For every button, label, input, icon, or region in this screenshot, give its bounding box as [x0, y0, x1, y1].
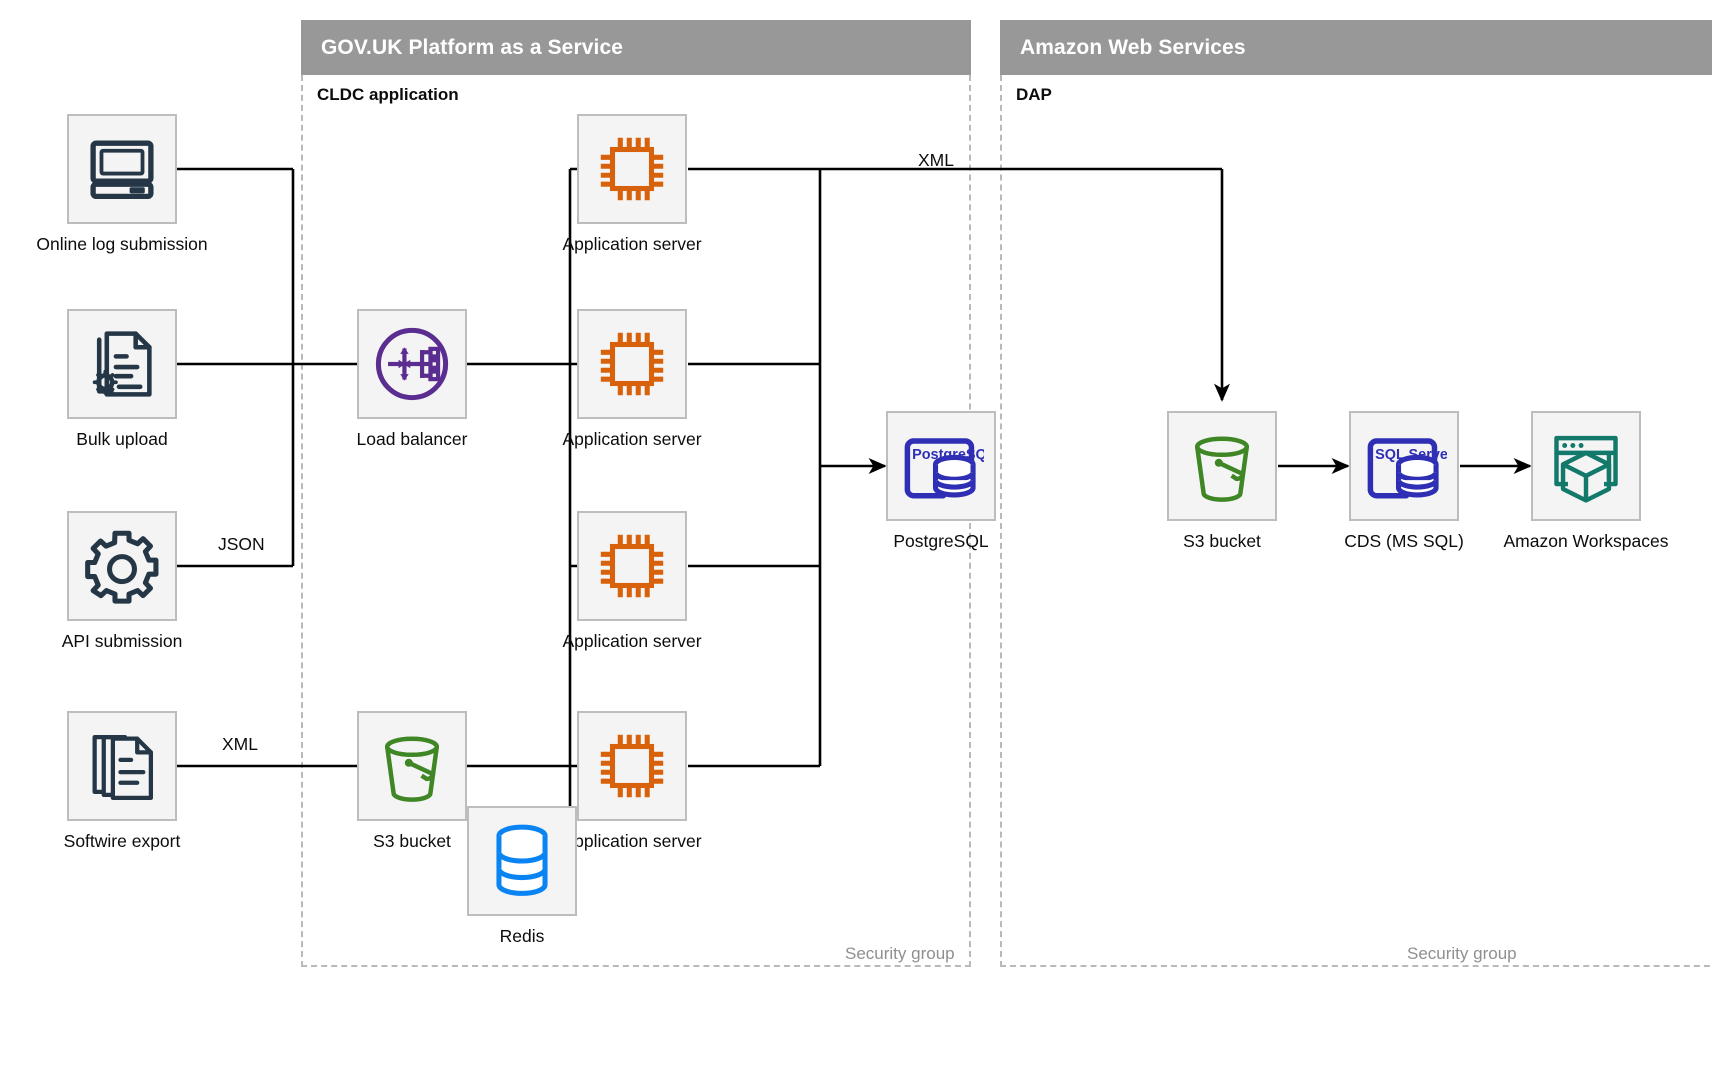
tile-app-server-4	[577, 711, 687, 821]
database-icon	[496, 824, 548, 896]
tile-s3-bucket-paas	[357, 711, 467, 821]
node-app-server-3[interactable]: Application server	[562, 511, 702, 651]
caption-s3-bucket-aws: S3 bucket	[1183, 531, 1261, 551]
group-subtitle-cldc: CLDC application	[317, 85, 459, 104]
group-box-aws	[1000, 75, 1712, 967]
edge-label-json: JSON	[218, 534, 265, 554]
tile-app-server-1	[577, 114, 687, 224]
security-group-label-paas: Security group	[845, 944, 955, 963]
edge-label-xml-softwire: XML	[222, 734, 258, 754]
tile-api-submission	[67, 511, 177, 621]
caption-postgresql: PostgreSQL	[893, 531, 989, 551]
group-title-paas: GOV.UK Platform as a Service	[321, 35, 623, 59]
node-amazon-workspaces[interactable]: Amazon Workspaces	[1503, 411, 1669, 551]
cpu-chip-icon	[600, 734, 664, 798]
caption-s3-bucket-paas: S3 bucket	[373, 831, 451, 851]
node-api-submission[interactable]: API submission	[62, 511, 182, 651]
tile-app-server-2	[577, 309, 687, 419]
security-group-label-aws: Security group	[1407, 944, 1517, 963]
caption-load-balancer: Load balancer	[356, 429, 468, 449]
caption-cds-ms-sql: CDS (MS SQL)	[1344, 531, 1464, 551]
tile-load-balancer	[357, 309, 467, 419]
node-s3-bucket-paas[interactable]: S3 bucket	[357, 711, 467, 851]
node-cds-ms-sql[interactable]: SQL Server CDS (MS SQL)	[1344, 411, 1464, 551]
caption-redis: Redis	[499, 926, 545, 946]
tile-postgresql: PostgreSQL	[886, 411, 996, 521]
group-box-paas	[301, 75, 971, 967]
caption-api-submission: API submission	[61, 631, 183, 651]
node-s3-bucket-aws[interactable]: S3 bucket	[1167, 411, 1277, 551]
caption-app-server-1: Application server	[562, 234, 702, 254]
tile-amazon-workspaces	[1531, 411, 1641, 521]
node-online-log-submission[interactable]: Online log submission	[36, 114, 208, 254]
tile-s3-bucket-aws	[1167, 411, 1277, 521]
cpu-chip-icon	[600, 137, 664, 201]
caption-amazon-workspaces: Amazon Workspaces	[1503, 531, 1669, 551]
sql-server-icon: SQL Server	[1367, 438, 1447, 499]
caption-online-log-submission: Online log submission	[36, 234, 208, 254]
s3-bucket-icon	[384, 736, 440, 802]
s3-bucket-icon	[1194, 436, 1250, 502]
caption-bulk-upload: Bulk upload	[76, 429, 168, 449]
document-stack-icon	[92, 734, 154, 801]
caption-app-server-4: Application server	[562, 831, 702, 851]
node-postgresql[interactable]: PostgreSQL PostgreSQL	[886, 411, 996, 551]
caption-app-server-2: Application server	[562, 429, 702, 449]
tile-redis	[467, 806, 577, 916]
tile-softwire-export	[67, 711, 177, 821]
group-subtitle-dap: DAP	[1016, 85, 1052, 104]
tile-cds-ms-sql: SQL Server	[1349, 411, 1459, 521]
node-app-server-4[interactable]: Application server	[562, 711, 702, 851]
node-bulk-upload[interactable]: Bulk upload	[67, 309, 177, 449]
node-softwire-export[interactable]: Softwire export	[64, 711, 180, 851]
group-header-paas: GOV.UK Platform as a Service	[301, 20, 971, 75]
document-gear-icon	[92, 331, 152, 397]
tile-bulk-upload	[67, 309, 177, 419]
node-app-server-2[interactable]: Application server	[562, 309, 702, 449]
node-app-server-1[interactable]: Application server	[562, 114, 702, 254]
tile-app-server-3	[577, 511, 687, 621]
postgresql-icon: PostgreSQL	[904, 438, 984, 499]
desktop-computer-icon	[90, 140, 154, 200]
group-header-aws: Amazon Web Services	[1000, 20, 1712, 75]
caption-softwire-export: Softwire export	[63, 831, 181, 851]
cpu-chip-icon	[600, 332, 664, 396]
edge-label-xml-to-aws: XML	[918, 150, 954, 170]
node-redis[interactable]: Redis	[467, 806, 577, 946]
node-load-balancer[interactable]: Load balancer	[357, 309, 467, 449]
tile-online-log-submission	[67, 114, 177, 224]
group-title-aws: Amazon Web Services	[1020, 35, 1246, 59]
load-balancer-icon	[375, 327, 449, 401]
workspaces-cube-icon	[1554, 435, 1618, 503]
gear-icon	[85, 530, 159, 604]
caption-app-server-3: Application server	[562, 631, 702, 651]
cpu-chip-icon	[600, 534, 664, 598]
